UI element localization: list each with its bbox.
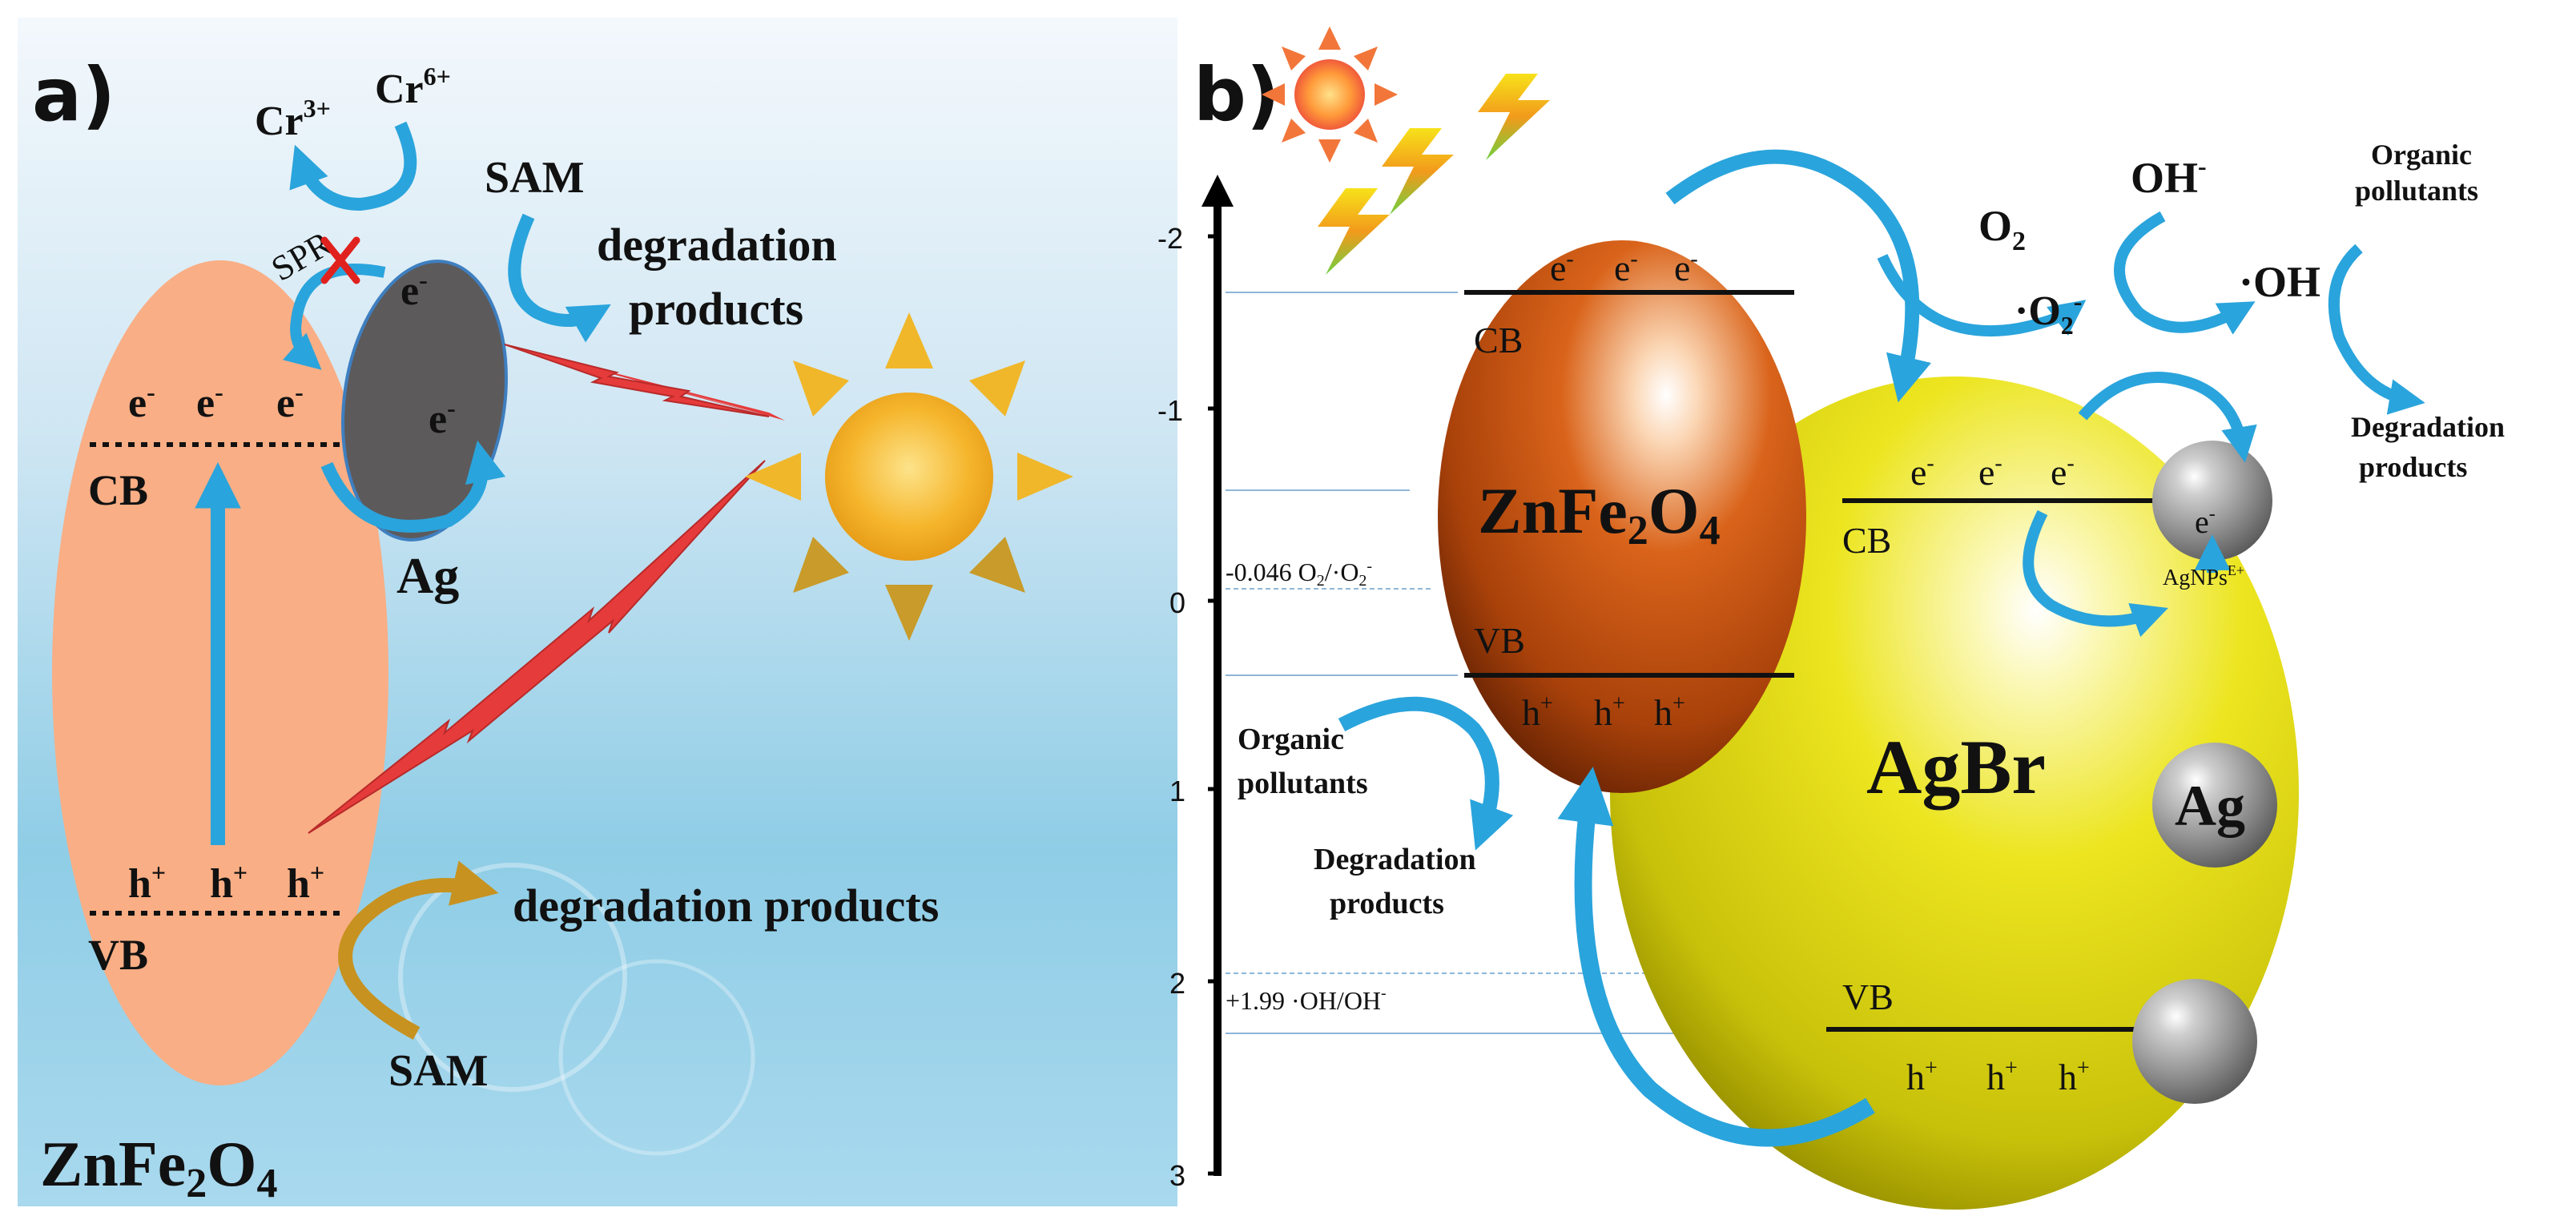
svg-text:-2: -2 bbox=[1157, 222, 1183, 255]
svg-text:3: 3 bbox=[1169, 1159, 1185, 1192]
panel-a-label: a) bbox=[32, 52, 115, 138]
potential-o2: -0.046 O2/·O2- bbox=[1226, 558, 1372, 590]
znfe2o4-label-b: ZnFe2O4 bbox=[1478, 474, 1721, 554]
axis-ticks: -2 -1 0 1 2 3 bbox=[1157, 222, 1218, 1192]
agbr-cb-electrons: e- e- e- bbox=[1910, 451, 2075, 493]
svg-text:-1: -1 bbox=[1157, 394, 1183, 427]
o2-reduction-arrow bbox=[1877, 254, 2087, 336]
svg-text:2: 2 bbox=[1169, 967, 1185, 1000]
agnps-sphere bbox=[2152, 441, 2272, 561]
oh-minus-label: OH- bbox=[2131, 151, 2207, 202]
svg-text:h+: h+ bbox=[1594, 691, 1625, 733]
light-beam-lower-path bbox=[308, 460, 766, 834]
agnps-to-superoxide-arrow bbox=[2078, 372, 2257, 463]
agbr-label: AgBr bbox=[1866, 724, 2046, 810]
svg-text:e-: e- bbox=[2051, 451, 2075, 493]
hole-transfer-arrow bbox=[1557, 767, 1875, 1147]
oh-oxidation-arrow bbox=[2114, 211, 2256, 335]
sam-label-bottom: SAM bbox=[388, 1046, 488, 1096]
agbr-cb-label: CB bbox=[1842, 520, 1891, 561]
znfe-cb-label: CB bbox=[1474, 320, 1523, 360]
cr3-label: Cr3+ bbox=[255, 94, 331, 144]
organic-pollutants-right-1: Organic bbox=[2371, 139, 2472, 171]
lightning-bolt-icon bbox=[1318, 188, 1390, 275]
panel-a: a) e- e- e- CB h+ h+ h+ VB e- e- Ag SPR bbox=[18, 18, 1177, 1206]
sun-small-icon bbox=[1262, 26, 1398, 163]
blocked-mark bbox=[320, 236, 360, 284]
lightning-bolt-icon bbox=[1478, 74, 1550, 160]
lightning-bolt-icon bbox=[1382, 128, 1454, 215]
degradation-products-bottom: degradation products bbox=[513, 880, 939, 932]
sam-degradation-arrow-top bbox=[508, 213, 611, 343]
znfe-vb-label: VB bbox=[1474, 620, 1525, 661]
o2-label: O2 bbox=[1978, 202, 2026, 256]
sam-degradation-arrow-bottom bbox=[338, 860, 499, 1040]
sam-label-top: SAM bbox=[485, 153, 584, 203]
svg-text:0: 0 bbox=[1169, 586, 1185, 619]
degradation-products-right-1: Degradation bbox=[2351, 411, 2505, 443]
cb-label: CB bbox=[88, 466, 148, 514]
degradation-products-top-line1: degradation bbox=[597, 219, 837, 271]
degradation-products-right-2: products bbox=[2359, 451, 2467, 483]
agbr-vb-label: VB bbox=[1842, 976, 1894, 1017]
potential-oh: +1.99 ·OH/OH- bbox=[1226, 984, 1387, 1015]
znfe2o4-particle-b bbox=[1438, 240, 1806, 793]
svg-text:e-: e- bbox=[1910, 451, 1934, 493]
sun-icon bbox=[745, 312, 1073, 641]
organic-oxidation-arrow-left bbox=[1338, 696, 1514, 851]
ag-label: Ag bbox=[396, 547, 459, 604]
znfe2o4-label-a: ZnFe2O4 bbox=[40, 1129, 277, 1206]
oh-radical-label: ·OH bbox=[2239, 258, 2320, 306]
degradation-products-left-1: Degradation bbox=[1314, 843, 1476, 876]
degradation-products-top-line2: products bbox=[629, 283, 803, 335]
organic-pollutants-right-2: pollutants bbox=[2355, 175, 2478, 207]
agbr-cb-to-agnps-arrow bbox=[2023, 509, 2168, 638]
superoxide-label: ·O2- bbox=[2015, 287, 2082, 340]
degradation-products-left-2: products bbox=[1330, 887, 1444, 920]
organic-oxidation-arrow bbox=[2328, 244, 2425, 415]
vb-label: VB bbox=[88, 931, 148, 979]
light-beam-upper-path bbox=[504, 344, 770, 417]
light-flare bbox=[398, 863, 627, 1092]
light-flare bbox=[558, 959, 755, 1156]
ag-sphere-bottom bbox=[2132, 979, 2257, 1104]
cr-reduction-arrow bbox=[289, 121, 417, 211]
ag-sphere bbox=[2152, 743, 2277, 868]
ag-sphere-label: Ag bbox=[2175, 774, 2245, 838]
organic-pollutants-left-1: Organic bbox=[1238, 723, 1344, 756]
cb-to-ag-arrow bbox=[320, 440, 506, 533]
organic-pollutants-left-2: pollutants bbox=[1238, 767, 1368, 800]
svg-text:1: 1 bbox=[1169, 775, 1185, 807]
panel-b: b) -2 -1 0 bbox=[1157, 26, 2505, 1210]
